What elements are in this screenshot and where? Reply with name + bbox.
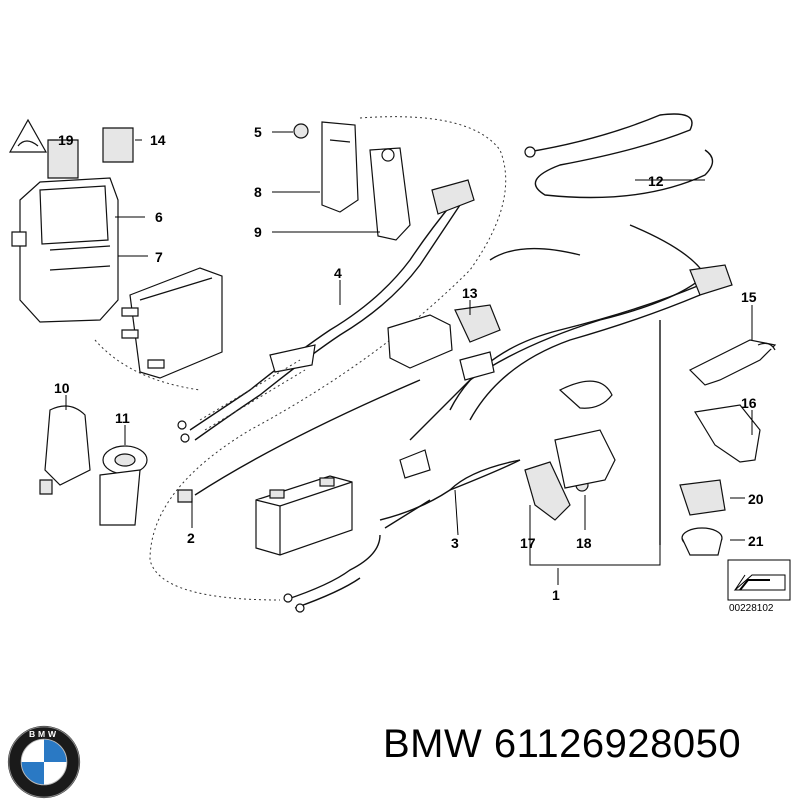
fuse-holder-part [694,404,761,463]
part-number-11: 11 [115,410,130,426]
fuse-box-part [387,304,501,381]
relay-holder-part [11,139,119,323]
part-number-3: 3 [451,535,459,551]
holder-bracket-part [688,339,777,386]
cover-cap-part [39,405,91,495]
ground-lead-part [177,379,421,503]
part-number-10: 10 [54,380,70,396]
clip-part [524,461,571,521]
part-number-13: 13 [462,285,478,301]
part-number-18: 18 [576,535,592,551]
part-caption: BMW 61126928050 [383,722,742,766]
battery-cable-part [177,179,475,443]
insulating-cap-part [679,479,726,516]
part-number-1: 1 [552,587,560,603]
ground-strap-part [524,113,714,199]
part-number-8: 8 [254,184,262,200]
part-number-20: 20 [748,491,764,507]
part-number-17: 17 [520,535,536,551]
part-number-16: 16 [741,395,757,411]
part-number-14: 14 [150,132,166,148]
leader-line [529,505,661,566]
part-number-12: 12 [648,173,664,189]
warning-label-part [8,118,48,153]
part-number-9: 9 [254,224,262,240]
main-harness-part [379,224,733,545]
grommet-part [293,123,309,139]
bracket-part [321,121,359,213]
routing-guide [149,116,507,601]
part-number-15: 15 [741,289,757,305]
part-number-19: 19 [58,132,74,148]
clamp-sleeve-part [681,527,723,556]
mount-plate-part [369,147,411,241]
battery-part [255,475,353,556]
part-number-4: 4 [334,265,342,281]
part-number-7: 7 [155,249,163,265]
control-module-part [121,267,223,379]
terminal-cover-part [99,445,148,526]
figure-reference-box [727,559,791,601]
figure-code: 00228102 [729,603,774,614]
svg-text:BMW: BMW [29,729,59,739]
relay-part [102,127,134,163]
bmw-logo: BMW [7,725,81,799]
routing-guide [94,339,201,391]
part-number-21: 21 [748,533,764,549]
part-number-2: 2 [187,530,195,546]
leader-line [454,489,459,536]
positive-cable-part [283,459,521,613]
part-number-6: 6 [155,209,163,225]
part-number-5: 5 [254,124,262,140]
junction-part [554,429,616,489]
